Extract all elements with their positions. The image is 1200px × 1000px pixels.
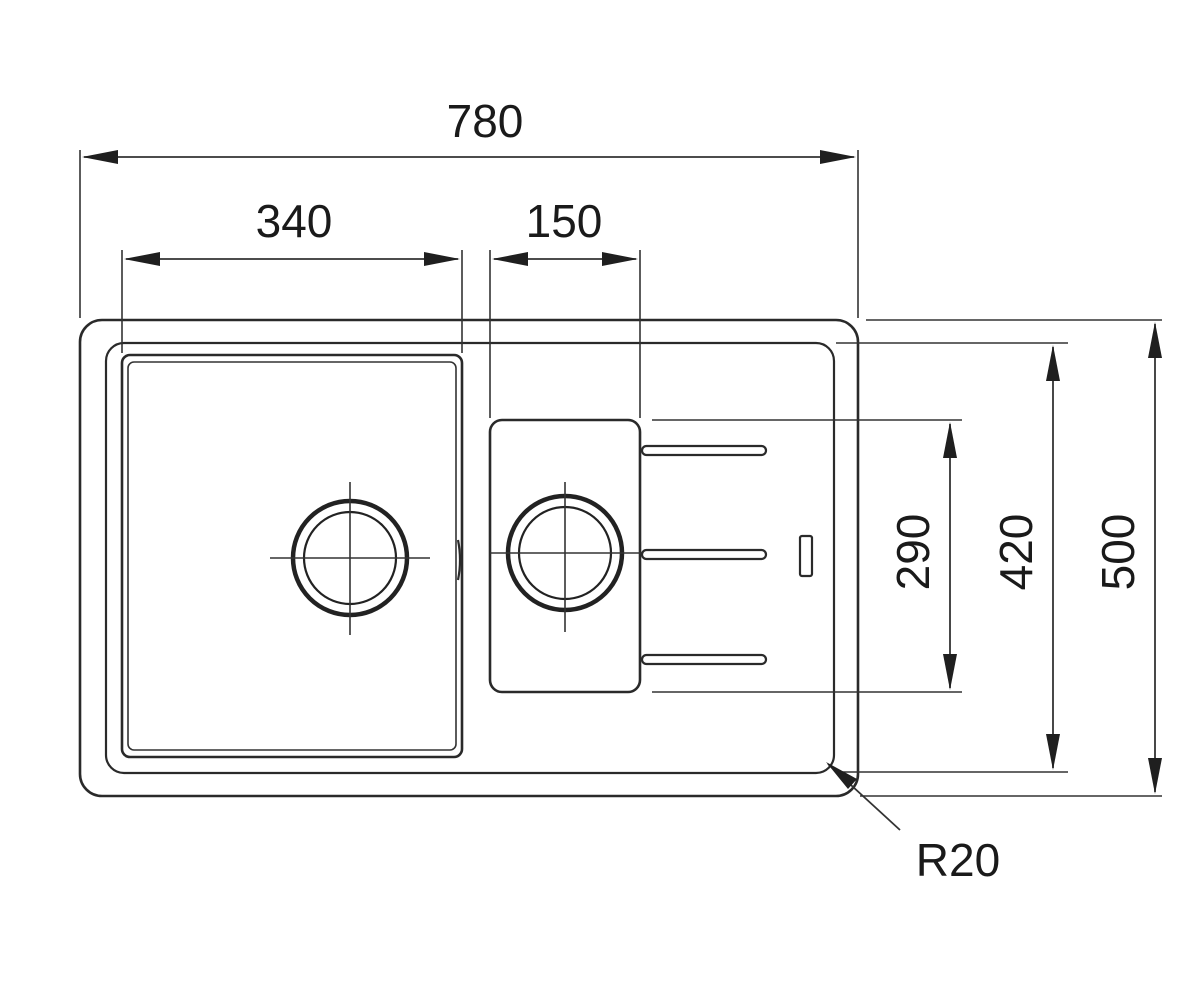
extension-lines xyxy=(79,150,1162,797)
second-bowl-outline xyxy=(488,418,642,694)
overall-height-label: 500 xyxy=(1092,514,1144,591)
inner-height-label: 420 xyxy=(990,514,1042,591)
dimension-second-bowl-height: 290 xyxy=(887,422,957,690)
dimension-overall-height: 500 xyxy=(1092,322,1162,794)
dimension-inner-height: 420 xyxy=(990,345,1060,770)
main-bowl-width-label: 340 xyxy=(256,195,333,247)
overall-width-label: 780 xyxy=(447,95,524,147)
drainboard-groove-middle xyxy=(640,548,768,561)
drainboard-groove-top xyxy=(640,444,768,457)
corner-radius-label: R20 xyxy=(916,834,1000,886)
sink-outer-outline xyxy=(78,318,860,798)
second-bowl xyxy=(488,418,642,694)
corner-radius-callout: R20 xyxy=(826,762,1000,886)
sink-body xyxy=(78,318,860,798)
sink-inner-rim xyxy=(104,341,836,775)
dimension-overall-width: 780 xyxy=(82,95,856,164)
main-bowl-outline xyxy=(120,353,464,759)
overflow-slot xyxy=(456,539,462,581)
drainboard xyxy=(640,444,814,666)
tap-hole-marker xyxy=(798,534,814,578)
dimension-main-bowl-width: 340 xyxy=(124,195,460,266)
main-bowl xyxy=(120,353,464,759)
second-bowl-height-label: 290 xyxy=(887,514,939,591)
second-bowl-width-label: 150 xyxy=(526,195,603,247)
drainboard-groove-bottom xyxy=(640,653,768,666)
main-bowl-inner-outline xyxy=(127,361,457,751)
second-drain xyxy=(490,482,642,632)
main-drain xyxy=(270,482,430,635)
dimension-second-bowl-width: 150 xyxy=(492,195,638,266)
